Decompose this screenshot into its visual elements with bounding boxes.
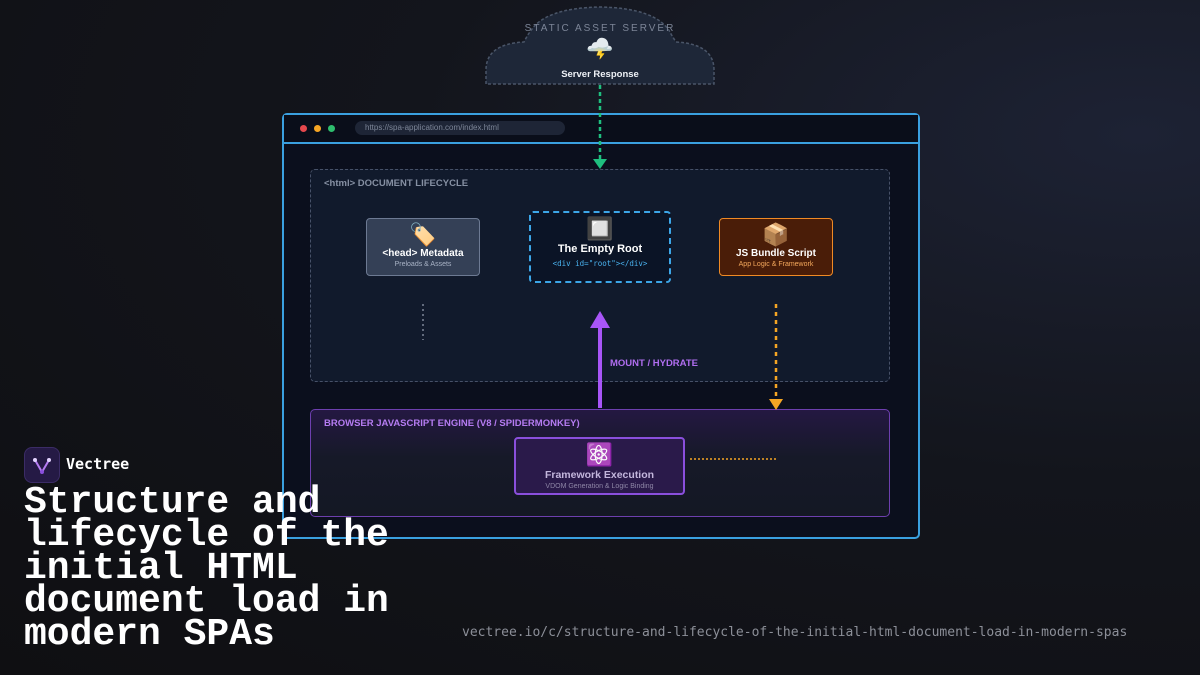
server-cloud [485,6,715,85]
framework-execution-card: ⚛️ Framework Execution VDOM Generation &… [514,437,685,495]
head-metadata-title: <head> Metadata [382,248,464,259]
page-title: Structure and lifecycle of the initial H… [24,481,389,656]
window-close-dot[interactable] [300,125,307,132]
tag-icon: 🏷️ [409,222,437,247]
brand-name: Vectree [66,455,130,473]
js-bundle-subtitle: App Logic & Framework [738,261,814,268]
js-bundle-title: JS Bundle Script [735,248,816,259]
document-lifecycle-label: <html> DOCUMENT LIFECYCLE [324,178,469,189]
root-div-code: <div id="root"></div> [552,259,648,268]
atom-icon: ⚛️ [585,442,614,467]
empty-square-icon: 🔲 [586,216,614,241]
js-arrowhead [769,399,783,410]
vectree-logo-icon [33,458,51,474]
window-maximize-dot[interactable] [328,125,335,132]
empty-root-card: 🔲 The Empty Root <div id="root"></div> [529,211,671,283]
mount-hydrate-label: MOUNT / HYDRATE [610,358,698,369]
page-url[interactable]: vectree.io/c/structure-and-lifecycle-of-… [462,625,1128,640]
head-metadata-card: 🏷️ <head> Metadata Preloads & Assets [366,218,480,276]
server-response-label: Server Response [561,69,639,80]
server-title: STATIC ASSET SERVER [524,23,676,34]
vectree-logo [24,447,60,483]
address-bar[interactable]: https://spa-application.com/index.html [355,121,565,135]
cloud-lightning-icon: 🌩️ [586,36,614,61]
js-engine-label: BROWSER JAVASCRIPT ENGINE (V8 / SPIDERMO… [324,418,580,429]
framework-execution-subtitle: VDOM Generation & Logic Binding [545,483,654,490]
head-metadata-subtitle: Preloads & Assets [394,261,452,268]
empty-root-title: The Empty Root [557,243,643,255]
js-bundle-card: 📦 JS Bundle Script App Logic & Framework [719,218,833,276]
window-minimize-dot[interactable] [314,125,321,132]
mount-arrowhead [590,311,610,328]
server-arrowhead [593,159,607,169]
framework-execution-title: Framework Execution [544,469,655,481]
package-icon: 📦 [762,222,790,247]
